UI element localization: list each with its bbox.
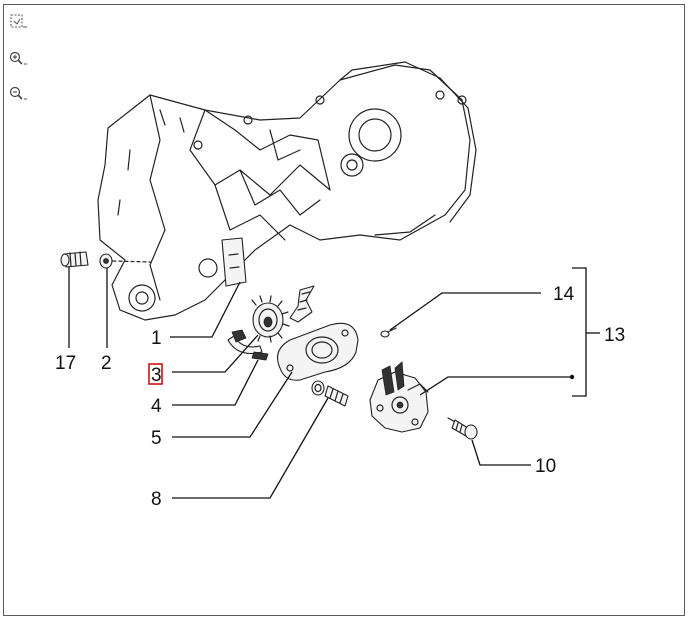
selected-callout-highlight [148, 363, 163, 385]
spring-clip [289, 285, 315, 323]
part-10-bolt [447, 417, 478, 440]
callout-10[interactable]: 10 [535, 456, 556, 477]
callout-1[interactable]: 1 [151, 328, 162, 349]
part-4-seal [227, 329, 269, 361]
part-2-nut [99, 253, 113, 269]
leader-lines [68, 267, 600, 499]
zoom-out-icon[interactable] [8, 85, 30, 105]
callout-labels: 17 2 1 3 4 5 8 14 13 10 [55, 284, 625, 510]
callout-13[interactable]: 13 [604, 325, 625, 346]
part-5-gasket [277, 322, 359, 381]
callout-3[interactable]: 3 [151, 365, 162, 386]
zoom-in-icon[interactable] [8, 50, 30, 70]
callout-5[interactable]: 5 [151, 428, 162, 449]
callout-2[interactable]: 2 [101, 353, 112, 374]
crankcase-drawing [97, 61, 477, 321]
diagram-frame [3, 4, 685, 616]
callout-14[interactable]: 14 [553, 284, 575, 305]
part-17-stud [60, 251, 89, 268]
part-14-pin [380, 327, 397, 338]
part-3-gear [251, 295, 290, 343]
part-8-screw [311, 380, 349, 407]
callout-8[interactable]: 8 [151, 489, 162, 510]
callout-4[interactable]: 4 [151, 396, 162, 417]
fit-to-window-icon[interactable] [8, 12, 30, 32]
callout-17[interactable]: 17 [55, 353, 76, 374]
part-13-pump-assembly [369, 361, 429, 433]
